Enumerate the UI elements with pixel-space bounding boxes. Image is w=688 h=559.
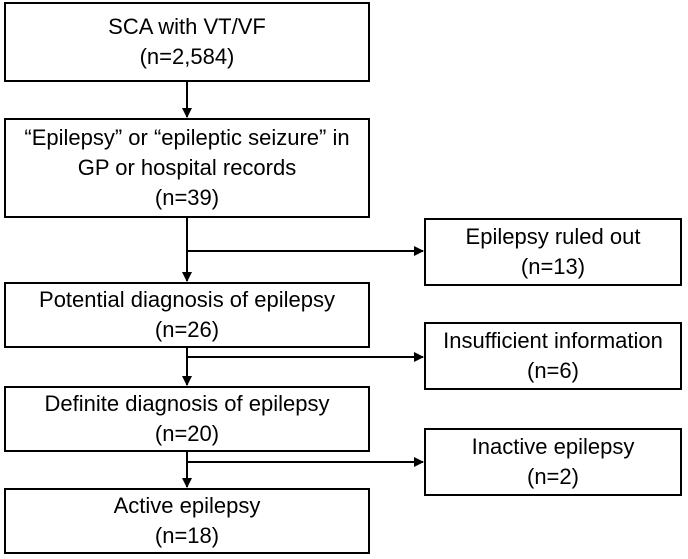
step-sca-with-vt-vf: SCA with VT/VF (n=2,584) [4,2,370,82]
exclusion-insufficient-information: Insufficient information (n=6) [424,322,682,390]
step-label: Definite diagnosis of epilepsy [44,391,330,416]
step-active-epilepsy: Active epilepsy (n=18) [4,488,370,554]
step-label: Active epilepsy [113,493,261,518]
exclusion-count: (n=6) [527,358,579,383]
step-label-line2: GP or hospital records [77,155,297,180]
step-definite-diagnosis: Definite diagnosis of epilepsy (n=20) [4,386,370,452]
step-count: (n=20) [154,421,220,446]
exclusion-label: Epilepsy ruled out [465,224,641,249]
step-potential-diagnosis: Potential diagnosis of epilepsy (n=26) [4,282,370,348]
exclusion-inactive-epilepsy: Inactive epilepsy (n=2) [424,428,682,496]
exclusion-epilepsy-ruled-out: Epilepsy ruled out (n=13) [424,218,682,286]
step-label-line1: “Epilepsy” or “epileptic seizure” in [24,125,350,150]
exclusion-count: (n=2) [527,464,579,489]
step-count: (n=26) [154,317,220,342]
step-label: Potential diagnosis of epilepsy [39,287,335,312]
exclusion-label: Insufficient information [443,328,663,353]
step-count: (n=39) [154,185,220,210]
step-count: (n=2,584) [139,44,235,69]
step-epilepsy-in-records: “Epilepsy” or “epileptic seizure” in GP … [4,118,370,218]
exclusion-count: (n=13) [520,254,586,279]
step-label: SCA with VT/VF [108,14,266,39]
step-count: (n=18) [154,523,220,548]
exclusion-label: Inactive epilepsy [471,434,635,459]
